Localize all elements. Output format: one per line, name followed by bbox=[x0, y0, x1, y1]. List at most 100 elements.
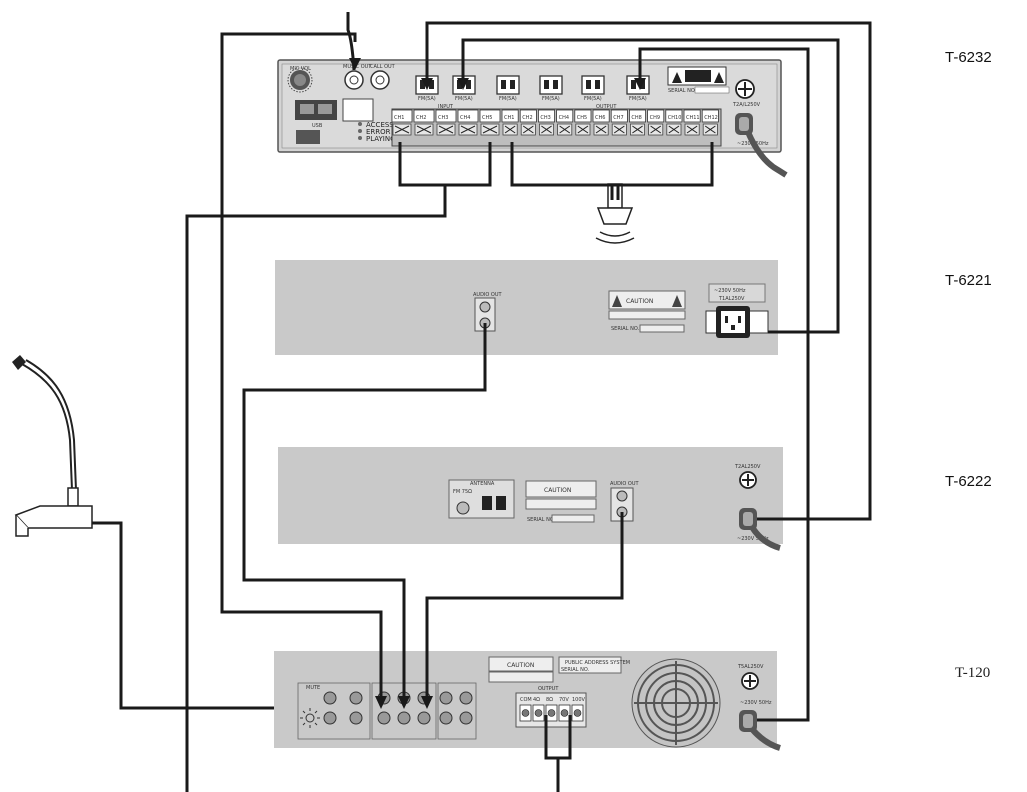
input-jack-4[interactable] bbox=[349, 711, 363, 725]
fan-grille-icon bbox=[631, 658, 721, 748]
terminal-1[interactable]: CH1 bbox=[391, 109, 413, 136]
t120-output-label: OUTPUT bbox=[538, 686, 559, 692]
am-terminal-1[interactable] bbox=[482, 496, 492, 510]
fm-socket-2-label: FM(5A) bbox=[455, 96, 473, 102]
t120-title: PUBLIC ADDRESS SYSTEM bbox=[565, 660, 630, 666]
speaker-terminal-5[interactable]: 100V bbox=[571, 697, 586, 722]
terminal-5[interactable]: CH5 bbox=[479, 109, 501, 136]
fm-socket-3-label: FM(5A) bbox=[499, 96, 517, 102]
arrow-down-icon bbox=[421, 78, 433, 90]
t6221-iec-inlet[interactable] bbox=[705, 306, 769, 338]
fm-socket-3[interactable] bbox=[496, 75, 520, 95]
speaker-terminal-label: 70V bbox=[559, 697, 569, 703]
dip-switch[interactable] bbox=[342, 98, 374, 122]
fm-socket-5[interactable] bbox=[581, 75, 605, 95]
arrow-down-icon bbox=[634, 78, 646, 90]
input-jack-11[interactable] bbox=[439, 691, 453, 705]
t120-power-inlet[interactable] bbox=[739, 710, 757, 732]
terminal-label: CH7 bbox=[613, 115, 623, 121]
music-out-jack[interactable] bbox=[344, 70, 364, 90]
terminal-label: CH12 bbox=[704, 115, 718, 121]
t6221-mains-label: ~230V 50Hz bbox=[714, 288, 746, 294]
terminal-2[interactable]: CH2 bbox=[413, 109, 435, 136]
t120-caution-text: CAUTION bbox=[507, 662, 534, 669]
fm-socket-4-label: FM(5A) bbox=[542, 96, 560, 102]
speaker-terminal-3[interactable]: 8Ω bbox=[545, 697, 558, 722]
terminal-12[interactable]: CH12 bbox=[701, 109, 719, 136]
input-jack-1[interactable] bbox=[323, 691, 337, 705]
mic-vol-knob[interactable] bbox=[287, 67, 313, 93]
desk-microphone-icon bbox=[12, 355, 93, 537]
terminal-label: CH4 bbox=[559, 115, 569, 121]
terminal-label: CH5 bbox=[577, 115, 587, 121]
usb-port[interactable] bbox=[296, 130, 320, 144]
t6232-power-inlet[interactable] bbox=[735, 113, 753, 135]
t120-caution-label: CAUTION PUBLIC ADDRESS SYSTEM SERIAL NO. bbox=[488, 656, 630, 683]
arrowheads bbox=[349, 58, 646, 709]
t6222-audio-jack-1[interactable] bbox=[616, 490, 628, 502]
terminal-7[interactable]: CH7 bbox=[610, 109, 628, 136]
wire-t6222-audio-to-t120 bbox=[425, 512, 624, 706]
output-label: OUTPUT bbox=[596, 104, 617, 110]
input-jack-14[interactable] bbox=[459, 711, 473, 725]
playing-label: PLAYING bbox=[366, 135, 396, 143]
fm-socket-5-label: FM(5A) bbox=[584, 96, 602, 102]
led-access-icon bbox=[358, 122, 362, 126]
t6221-audio-jack-1[interactable] bbox=[479, 301, 491, 313]
speaker-terminal-4[interactable]: 70V bbox=[558, 697, 571, 722]
arrow-down-icon bbox=[421, 696, 433, 709]
terminal-label: CH10 bbox=[668, 115, 682, 121]
terminal-10[interactable]: CH10 bbox=[665, 109, 683, 136]
t6232-unit: MIC VOL MUSIC OUT CALL OUT USB ACCESS ER… bbox=[277, 59, 782, 153]
t6222-caution-label: CAUTION SERIAL NO. bbox=[525, 480, 597, 523]
terminal-9[interactable]: CH9 bbox=[647, 109, 665, 136]
t120-serial-label: SERIAL NO. bbox=[561, 667, 590, 673]
input-jack-6[interactable] bbox=[377, 711, 391, 725]
input-jack-3[interactable] bbox=[349, 691, 363, 705]
device-label-t6222: T-6222 bbox=[945, 473, 992, 490]
t6222-audio-out-label: AUDIO OUT bbox=[610, 481, 640, 487]
input-label: INPUT bbox=[438, 104, 454, 110]
terminal-4[interactable]: CH4 bbox=[556, 109, 574, 136]
t6222-power-inlet[interactable] bbox=[739, 508, 757, 530]
terminal-1[interactable]: CH1 bbox=[501, 109, 519, 136]
speaker-terminal-1[interactable]: COM bbox=[519, 697, 532, 722]
am-terminal-2[interactable] bbox=[496, 496, 506, 510]
terminal-11[interactable]: CH11 bbox=[683, 109, 701, 136]
terminal-label: CH2 bbox=[522, 115, 532, 121]
input-jack-2[interactable] bbox=[323, 711, 337, 725]
antenna-jack[interactable] bbox=[456, 501, 470, 515]
t6221-audio-out-label: AUDIO OUT bbox=[473, 292, 503, 298]
input-jack-12[interactable] bbox=[439, 711, 453, 725]
terminal-6[interactable]: CH6 bbox=[592, 109, 610, 136]
input-jack-13[interactable] bbox=[459, 691, 473, 705]
wire-to-fm-1 bbox=[425, 21, 872, 521]
wire-music-out-to-t120 bbox=[220, 32, 383, 706]
t6222-serial-label: SERIAL NO. bbox=[527, 517, 556, 523]
t6222-mains-label: ~230V 50Hz bbox=[737, 536, 769, 542]
terminal-4[interactable]: CH4 bbox=[457, 109, 479, 136]
terminal-2[interactable]: CH2 bbox=[519, 109, 537, 136]
fm-socket-4[interactable] bbox=[539, 75, 563, 95]
t6232-fuse-label: T2A/L250V bbox=[732, 102, 761, 108]
input-jack-10[interactable] bbox=[417, 711, 431, 725]
speaker-terminal-2[interactable]: 4Ω bbox=[532, 697, 545, 722]
call-out-jack[interactable] bbox=[370, 70, 390, 90]
terminal-8[interactable]: CH8 bbox=[629, 109, 647, 136]
arrow-down-icon bbox=[375, 696, 387, 709]
terminal-5[interactable]: CH5 bbox=[574, 109, 592, 136]
terminal-label: CH3 bbox=[438, 115, 448, 121]
mic-vol-label: MIC VOL bbox=[290, 66, 311, 72]
terminal-3[interactable]: CH3 bbox=[538, 109, 556, 136]
speaker-terminal-label: 100V bbox=[572, 697, 586, 703]
terminal-3[interactable]: CH3 bbox=[435, 109, 457, 136]
terminal-label: CH1 bbox=[394, 115, 404, 121]
mute-sun-icon bbox=[300, 708, 320, 728]
t120-mute-label: MUTE bbox=[306, 685, 320, 691]
wire-to-fm-6 bbox=[638, 47, 810, 722]
t6221-fuse-label: T1AL250V bbox=[718, 296, 745, 302]
input-jack-8[interactable] bbox=[397, 711, 411, 725]
t6222-antenna-label: ANTENNA bbox=[470, 481, 495, 487]
